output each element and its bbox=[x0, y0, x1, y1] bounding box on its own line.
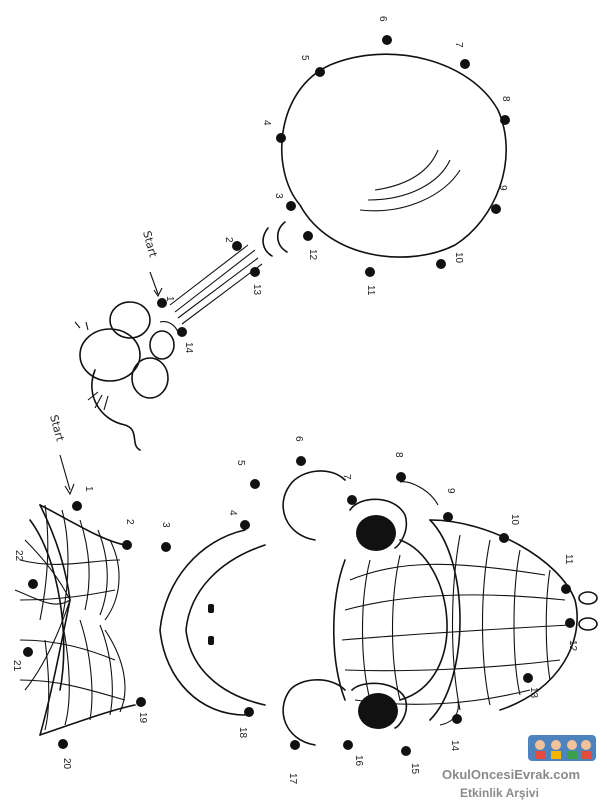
num-10: 10 bbox=[453, 252, 464, 264]
face-dots bbox=[23, 456, 575, 756]
face-dot-1 bbox=[72, 501, 82, 511]
face-dot-16 bbox=[343, 740, 353, 750]
face-dot-2 bbox=[122, 540, 132, 550]
face-dot-3 bbox=[161, 542, 171, 552]
dot-3 bbox=[286, 201, 296, 211]
face-number-labels: 1 2 3 4 5 6 7 8 9 10 11 12 13 14 15 16 1… bbox=[11, 436, 578, 785]
face-num-21: 21 bbox=[11, 660, 22, 672]
face-num-3: 3 bbox=[160, 522, 171, 528]
face-num-7: 7 bbox=[341, 474, 352, 480]
face-dot-13 bbox=[523, 673, 533, 683]
bottom-start-label: Start bbox=[47, 413, 75, 496]
face-dot-5 bbox=[250, 479, 260, 489]
face-num-10: 10 bbox=[509, 514, 520, 526]
num-11: 11 bbox=[365, 285, 376, 296]
site-watermark: OkulOncesiEvrak.com Etkinlik Arşivi bbox=[442, 735, 596, 800]
dot-13 bbox=[250, 267, 260, 277]
dot-14 bbox=[177, 327, 187, 337]
face-num-18: 18 bbox=[237, 727, 248, 739]
face-num-19: 19 bbox=[137, 712, 148, 724]
face-dot-20 bbox=[58, 739, 68, 749]
balloon-number-labels: 1 2 3 4 5 6 7 8 9 10 11 12 13 14 bbox=[164, 16, 511, 354]
face-dot-9 bbox=[443, 512, 453, 522]
dot-6 bbox=[382, 35, 392, 45]
balloon-drawing bbox=[169, 53, 507, 325]
face-num-8: 8 bbox=[393, 452, 404, 458]
face-dot-19 bbox=[136, 697, 146, 707]
face-dot-7 bbox=[347, 495, 357, 505]
num-13: 13 bbox=[251, 284, 262, 296]
balloon-dots bbox=[157, 35, 510, 337]
face-num-9: 9 bbox=[445, 488, 456, 494]
num-5: 5 bbox=[299, 55, 310, 61]
face-dot-4 bbox=[240, 520, 250, 530]
face-dot-6 bbox=[296, 456, 306, 466]
dot-5 bbox=[315, 67, 325, 77]
face-dot-11 bbox=[561, 584, 571, 594]
children-logo-icon bbox=[528, 735, 596, 761]
face-num-1: 1 bbox=[83, 486, 94, 492]
num-7: 7 bbox=[453, 42, 464, 48]
face-num-11: 11 bbox=[563, 554, 574, 565]
face-num-17: 17 bbox=[287, 773, 298, 785]
face-dot-18 bbox=[244, 707, 254, 717]
face-dot-14 bbox=[452, 714, 462, 724]
dot-4 bbox=[276, 133, 286, 143]
face-num-22: 22 bbox=[13, 550, 24, 562]
face-dot-15 bbox=[401, 746, 411, 756]
face-num-12: 12 bbox=[567, 640, 578, 652]
collar-drawing bbox=[14, 504, 136, 736]
watermark-site: OkulOncesiEvrak.com bbox=[442, 767, 580, 782]
num-12: 12 bbox=[307, 249, 318, 261]
watermark-subtitle: Etkinlik Arşivi bbox=[460, 786, 539, 800]
face-num-2: 2 bbox=[124, 519, 135, 525]
dot-7 bbox=[460, 59, 470, 69]
face-num-15: 15 bbox=[409, 763, 420, 775]
dot-9 bbox=[491, 204, 501, 214]
face-num-20: 20 bbox=[61, 758, 72, 770]
num-4: 4 bbox=[261, 120, 272, 126]
mouse-drawing bbox=[74, 301, 179, 451]
num-6: 6 bbox=[377, 16, 388, 22]
svg-text:Start: Start bbox=[140, 229, 160, 259]
face-num-16: 16 bbox=[353, 755, 364, 767]
face-dot-10 bbox=[499, 533, 509, 543]
face-dot-22 bbox=[28, 579, 38, 589]
num-2: 2 bbox=[223, 237, 234, 243]
svg-text:Start: Start bbox=[47, 413, 67, 443]
num-3: 3 bbox=[273, 193, 284, 199]
num-1: 1 bbox=[164, 296, 175, 302]
top-start-label: Start bbox=[140, 229, 163, 298]
face-dot-8 bbox=[396, 472, 406, 482]
num-14: 14 bbox=[183, 342, 194, 354]
dot-2 bbox=[232, 241, 242, 251]
face-num-14: 14 bbox=[449, 740, 460, 752]
dot-11 bbox=[365, 267, 375, 277]
dot-12 bbox=[303, 231, 313, 241]
face-dot-17 bbox=[290, 740, 300, 750]
face-num-6: 6 bbox=[293, 436, 304, 442]
dot-10 bbox=[436, 259, 446, 269]
dot-8 bbox=[500, 115, 510, 125]
num-8: 8 bbox=[500, 96, 511, 102]
face-num-4: 4 bbox=[227, 510, 238, 516]
face-drawing bbox=[159, 470, 598, 746]
dot-1 bbox=[157, 298, 167, 308]
face-num-5: 5 bbox=[235, 460, 246, 466]
face-dot-12 bbox=[565, 618, 575, 628]
num-9: 9 bbox=[497, 185, 508, 191]
face-dot-21 bbox=[23, 647, 33, 657]
face-num-13: 13 bbox=[528, 687, 539, 699]
